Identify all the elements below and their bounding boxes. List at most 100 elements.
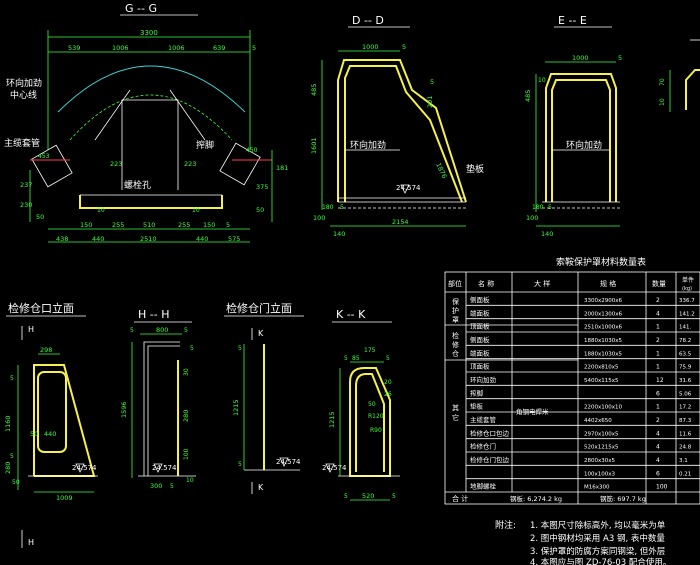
door-dim-298: 298 [40, 346, 52, 354]
gg-dim-total: 3300 [140, 29, 158, 37]
section-door-gate: 检修仓门立面 K K 24.574 5 1215 5 [224, 301, 304, 494]
dd-dim-5a: 5 [402, 43, 406, 51]
door-dim-440: 440 [44, 430, 56, 438]
row-1-weight: 141.2 [679, 311, 695, 317]
ee-dim-5b: 5 [548, 204, 552, 211]
row-10-name: 检修仓口包边 [470, 428, 510, 437]
notes-lead: 附注: [495, 519, 516, 531]
gg-side-181: 181 [276, 164, 288, 172]
kk-dim-175: 175 [364, 347, 376, 354]
table-sketch-note: 角钢电焊米 [516, 407, 549, 416]
gg-dim-1006b: 1006 [168, 44, 185, 52]
row-14-name: 地脚螺栓 [470, 482, 497, 491]
row-8-spec: 2200x100x10 [584, 405, 623, 411]
grp-2-c3: 仓 [452, 349, 459, 358]
row-9-name: 主缆套管 [470, 415, 497, 424]
ee-dim-100: 100 [526, 214, 538, 222]
door-elev: 24.574 [72, 464, 97, 472]
gg-side-237: 237 [20, 181, 32, 189]
row-0-weight: 336.7 [679, 298, 695, 304]
row-8-qty: 1 [656, 404, 660, 411]
row-4-spec: 1880x1030x5 [584, 351, 623, 357]
gg-dim-453: 453 [38, 153, 50, 160]
gg-side-230: 230 [20, 201, 32, 209]
grp-3-c2: 它 [452, 413, 459, 422]
gg-label-main-cable: 主缆套管 [4, 137, 40, 149]
gg-label-ring: 环向加劲 [6, 77, 42, 89]
door-dim-5a: 5 [10, 375, 14, 382]
row-13-weight: 0.21 [679, 471, 691, 477]
dd-dim-1000: 1000 [362, 43, 379, 51]
hh-dim-5b: 5 [184, 327, 188, 334]
row-12-name: 检修仓门包边 [470, 455, 510, 464]
kk-dim-5d: 5 [392, 493, 396, 500]
row-9-spec: 4402x650 [584, 418, 612, 424]
row-12-spec: 2800x30x5 [584, 458, 616, 464]
th-sketch: 大 样 [534, 279, 550, 288]
th-weight-unit: (kg) [682, 286, 692, 292]
row-7-weight: 5.06 [679, 391, 692, 397]
ee-dim-1000: 1000 [572, 54, 589, 62]
door-marker-bottom: H [28, 538, 34, 547]
row-9-weight: 87.3 [679, 418, 692, 424]
dd-dim-5c: 5 [340, 204, 344, 211]
dd-title: D -- D [352, 14, 384, 27]
kk-dim-5a: 5 [344, 355, 348, 362]
gg-side-50r: 50 [256, 206, 264, 214]
ep-dim-70: 70 [659, 78, 666, 86]
dd-dim-140: 140 [333, 230, 345, 238]
gg-b2-5: 5 [226, 221, 230, 229]
row-14-qty: 100 [656, 484, 668, 491]
section-door-elev: 检修仓口立面 H H 298 24.574 5 1160 5 50 440 28… [4, 301, 98, 548]
dd-dim-5b: 5 [430, 78, 434, 86]
gg-label-clamp: 搾脚 [196, 139, 214, 151]
grp-2-c2: 修 [452, 340, 459, 349]
hh-elev: 24.574 [152, 464, 177, 472]
hh-dim-5a: 5 [130, 327, 134, 334]
row-10-qty: 4 [656, 430, 660, 437]
gate-dim-5a: 5 [238, 345, 242, 352]
gate-marker-bottom: K [258, 483, 264, 492]
ee-label-ring: 环向加劲 [566, 139, 602, 151]
section-gg: G -- G 3300 539 1006 1006 639 5 环向加劲 中心线… [4, 2, 288, 243]
hh-title: H -- H [138, 308, 169, 321]
note-1: 1. 本图尺寸除标高外, 均以毫米为单 [530, 520, 666, 531]
row-4-name: 端面板 [470, 348, 490, 357]
row-14-spec: M16x300 [584, 485, 610, 491]
ee-title: E -- E [558, 14, 587, 27]
row-3-weight: 78.2 [679, 338, 691, 344]
gg-side-375: 375 [256, 183, 268, 191]
row-5-qty: 1 [656, 364, 660, 371]
dd-dim-485: 485 [310, 84, 318, 96]
dd-dim-180: 180 [322, 204, 334, 211]
row-10-spec: 2970x100x5 [584, 431, 619, 437]
total-rod: 钢筋: 697.7 kg [600, 494, 646, 503]
row-0-spec: 3300x2900x6 [584, 298, 623, 304]
row-0-name: 侧面板 [470, 295, 490, 304]
note-2: 2. 图中钢材均采用 A3 钢, 表中数量 [530, 533, 665, 544]
dd-elev: 24.574 [396, 184, 421, 192]
gg-dim-223b: 223 [184, 160, 196, 168]
row-12-weight: 3.1 [679, 458, 688, 464]
grp-1-c1: 保 [452, 297, 459, 306]
row-9-qty: 2 [656, 417, 660, 424]
hh-dim-30: 30 [183, 368, 190, 376]
row-4-weight: 63.5 [679, 351, 692, 357]
hh-dim-100: 100 [183, 448, 190, 460]
row-2-qty: 1 [656, 324, 660, 331]
gg-b-438: 438 [56, 235, 68, 243]
dd-dim-1601: 1601 [310, 137, 318, 154]
row-11-spec: 520x1215x5 [584, 445, 619, 451]
ee-dim-180: 180 [532, 204, 544, 211]
door-dim-280: 280 [4, 462, 12, 474]
ee-dim-485: 485 [524, 90, 532, 102]
grp-1-c3: 罩 [452, 316, 459, 324]
row-6-weight: 31.6 [679, 378, 692, 384]
note-4: 4. 本图应与图 ZD-76-03 配合使用。 [530, 557, 671, 565]
ee-dim-10: 10 [538, 77, 546, 84]
th-name: 名 称 [478, 279, 494, 288]
kk-dim-85: 85 [352, 355, 360, 362]
row-12-qty: 4 [656, 457, 660, 464]
gg-dim-5: 5 [252, 44, 256, 52]
